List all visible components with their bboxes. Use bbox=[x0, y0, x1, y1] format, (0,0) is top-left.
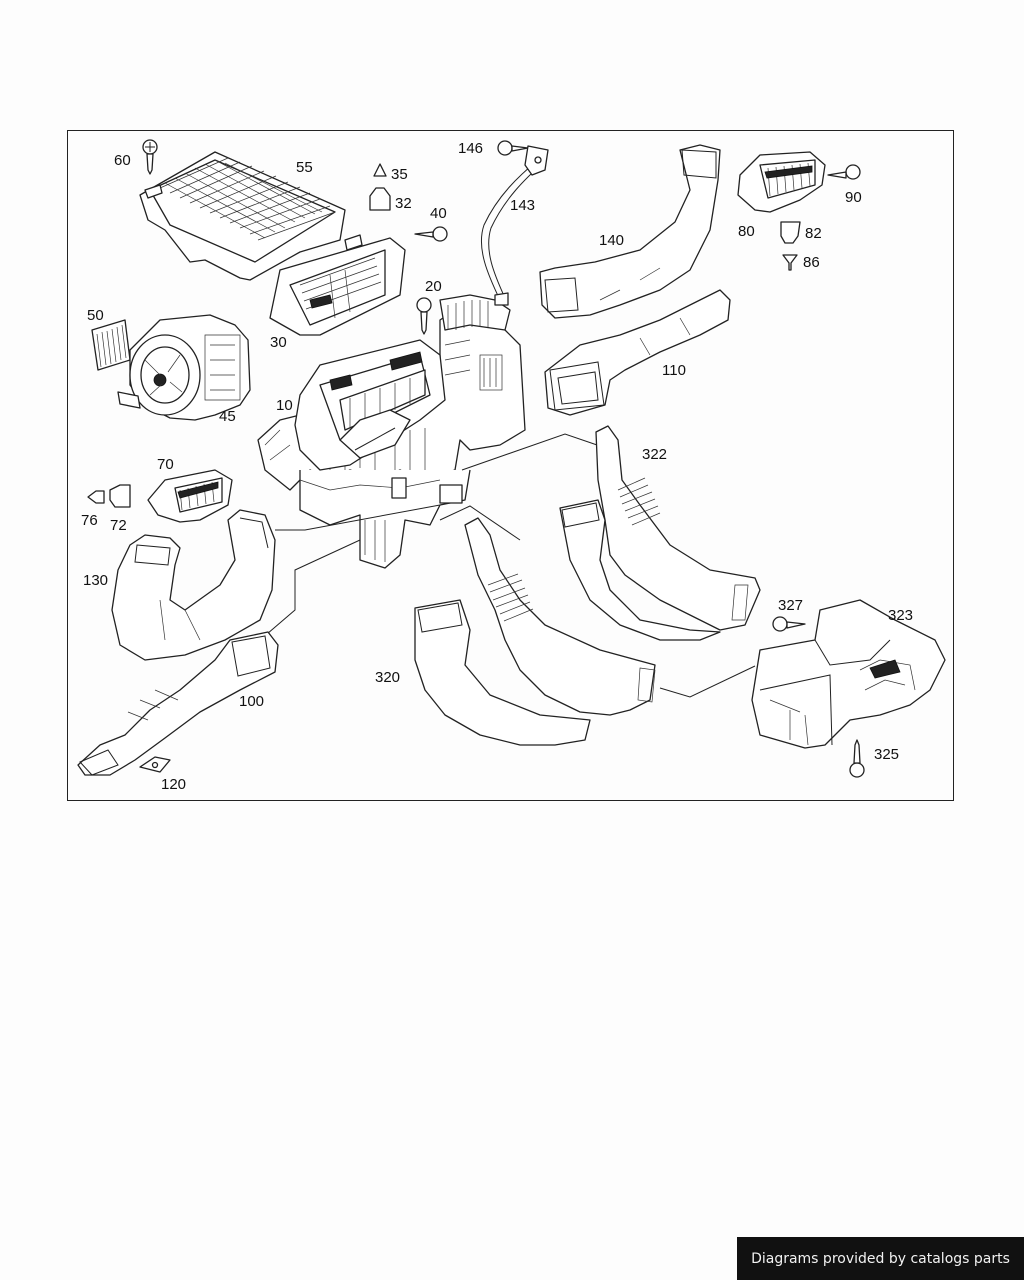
callout-90: 90 bbox=[845, 189, 862, 206]
part-45-blower-motor bbox=[117, 314, 251, 421]
callout-40: 40 bbox=[430, 205, 447, 222]
part-140-duct bbox=[539, 144, 721, 319]
callout-10: 10 bbox=[276, 397, 293, 414]
callout-322: 322 bbox=[642, 446, 667, 463]
part-10-vent-assembly bbox=[294, 339, 446, 471]
callout-130: 130 bbox=[83, 572, 108, 589]
callout-143: 143 bbox=[510, 197, 535, 214]
part-30-vent-outlet bbox=[269, 234, 406, 336]
callout-32: 32 bbox=[395, 195, 412, 212]
callout-labels: 60 55 35 32 40 146 143 140 80 82 86 90 2… bbox=[81, 140, 913, 793]
part-320-duct bbox=[414, 517, 656, 746]
part-327-screw bbox=[772, 616, 806, 632]
part-100-duct bbox=[77, 631, 279, 776]
diagram-frame bbox=[67, 130, 954, 801]
callout-82: 82 bbox=[805, 225, 822, 242]
callout-110: 110 bbox=[662, 362, 686, 379]
callout-45: 45 bbox=[219, 408, 236, 425]
callout-120: 120 bbox=[161, 776, 186, 793]
part-82-nut bbox=[780, 221, 801, 244]
callout-70: 70 bbox=[157, 456, 174, 473]
part-86-clip bbox=[782, 254, 798, 271]
part-55-filter-grille bbox=[139, 151, 346, 281]
part-40-screw bbox=[414, 226, 448, 242]
callout-60: 60 bbox=[114, 152, 131, 169]
part-60-screw bbox=[142, 139, 158, 175]
part-20-screw bbox=[416, 297, 432, 335]
callout-55: 55 bbox=[296, 159, 313, 176]
callout-72: 72 bbox=[110, 517, 127, 534]
part-110-duct bbox=[544, 289, 731, 416]
part-120-clip bbox=[139, 756, 171, 773]
part-325-screw bbox=[849, 739, 865, 778]
callout-30: 30 bbox=[270, 334, 287, 351]
part-72-nut bbox=[109, 484, 131, 508]
callout-35: 35 bbox=[391, 166, 408, 183]
part-130-duct bbox=[111, 509, 276, 661]
leader-lines bbox=[259, 433, 756, 698]
part-322-duct bbox=[559, 425, 761, 641]
part-32-nut bbox=[369, 187, 391, 211]
part-70-side-vent bbox=[147, 469, 233, 523]
callout-320: 320 bbox=[375, 669, 400, 686]
part-90-screw bbox=[827, 164, 861, 180]
callout-76: 76 bbox=[81, 512, 98, 529]
part-146-screw bbox=[497, 140, 529, 156]
callout-325: 325 bbox=[874, 746, 899, 763]
watermark-banner: Diagrams provided by catalogs parts bbox=[737, 1237, 1024, 1280]
part-76-clip bbox=[87, 490, 105, 504]
callout-50: 50 bbox=[87, 307, 104, 324]
callout-327: 327 bbox=[778, 597, 803, 614]
callout-146: 146 bbox=[458, 140, 483, 157]
callout-140: 140 bbox=[599, 232, 624, 249]
callout-323: 323 bbox=[888, 607, 913, 624]
part-50-resistor bbox=[91, 319, 131, 371]
part-143-drain-hose bbox=[480, 145, 549, 306]
part-35-clip bbox=[373, 163, 387, 177]
part-80-rear-vent bbox=[737, 151, 826, 213]
callout-20: 20 bbox=[425, 278, 442, 295]
part-323-bracket bbox=[751, 599, 946, 749]
callout-80: 80 bbox=[738, 223, 755, 240]
callout-86: 86 bbox=[803, 254, 820, 271]
callout-100: 100 bbox=[239, 693, 264, 710]
